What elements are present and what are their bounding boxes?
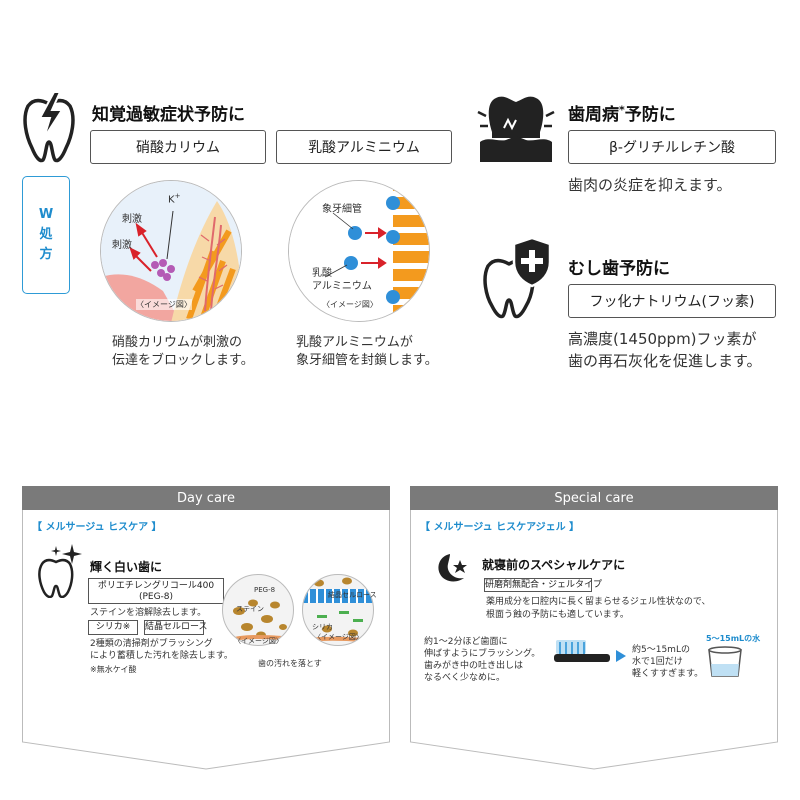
circle1-caption: 〈イメージ図〉 (234, 637, 283, 645)
desc-aluminum-1: 乳酸アルミニウムが (296, 335, 413, 350)
k-symbol: K (168, 194, 175, 206)
badge-hou: 方 (39, 247, 53, 262)
desc-potassium-1: 硝酸カリウムが刺激の (112, 335, 243, 350)
circle1-stain-label: ステイン (236, 605, 264, 613)
sensitivity-tooth-icon (18, 88, 80, 166)
ingredient-potassium-nitrate: 硝酸カリウム (90, 130, 266, 164)
gel-type-tag: 研磨剤無配合・ジェルタイプ (484, 578, 603, 592)
periodontal-asterisk: * (619, 103, 625, 117)
step1-line-2: 伸ばすようにブラッシング。 (424, 649, 541, 659)
abrasive-desc-2: により蓄積した汚れを除去します。 (90, 651, 233, 661)
step1-line-4: なるべく少なめに。 (424, 673, 506, 683)
silica-note: ※無水ケイ酸 (90, 665, 137, 674)
sparkle-tooth-icon (34, 542, 84, 599)
arrow-icon (614, 648, 628, 664)
peg-line-1: ポリエチレングリコール400 (97, 581, 215, 591)
peg-line-2: (PEG-8) (138, 592, 174, 602)
cavity-tooth-shield-icon (478, 234, 556, 320)
peg-box: ポリエチレングリコール400 (PEG-8) (88, 578, 224, 604)
circle1-peg-label: PEG-8 (254, 586, 276, 594)
step1-line-3: 歯みがき中の吐き出しは (424, 661, 524, 671)
periodontal-title-pre: 歯周病 (568, 105, 619, 125)
badge-w: W (38, 207, 54, 222)
cavity-title: むし歯予防に (568, 259, 670, 279)
peg-desc: ステインを溶解除去します。 (90, 608, 207, 618)
step2-line-2: 水で1回だけ (632, 657, 683, 667)
day-care-product: 【 メルサージュ ヒスケア 】 (32, 522, 162, 533)
periodontal-desc: 歯肉の炎症を抑えます。 (568, 176, 732, 194)
al-label-2: アルミニウム (312, 281, 372, 292)
day-care-title: 輝く白い歯に (90, 560, 163, 574)
k-plus: + (174, 192, 181, 200)
ingredient-aluminum-lactate: 乳酸アルミニウム (276, 130, 452, 164)
toothbrush-icon (552, 638, 612, 674)
water-amount-label: 5〜15mLの水 (706, 634, 761, 643)
circle2-caption: 〈イメージ図〉 (314, 633, 363, 641)
periodontal-tooth-icon (476, 92, 556, 168)
step2-line-3: 軽くすすぎます。 (632, 669, 704, 679)
day-care-bottom-caption: 歯の汚れを落とす (258, 659, 322, 668)
diagram1-caption: 〈イメージ図〉 (136, 299, 192, 310)
cavity-desc-2: 歯の再石灰化を促進します。 (568, 352, 762, 370)
sensitivity-title: 知覚過敏症状予防に (92, 105, 245, 125)
special-care-title: 就寝前のスペシャルケアに (482, 558, 626, 572)
special-care-header: Special care (410, 486, 778, 510)
ingredient-sodium-fluoride: フッ化ナトリウム(フッ素) (568, 284, 776, 318)
cavity-desc-1: 高濃度(1450ppm)フッ素が (568, 330, 757, 348)
moon-star-icon (432, 550, 470, 586)
potassium-nitrate-diagram (100, 180, 242, 322)
step2-line-1: 約5〜15mLの (632, 645, 690, 655)
diagram2-caption: 〈イメージ図〉 (322, 300, 378, 309)
special-care-product: 【 メルサージュ ヒスケアジェル 】 (420, 522, 580, 533)
tubule-label: 象牙細管 (322, 204, 362, 215)
step1-line-1: 約1〜2分ほど歯面に (424, 637, 508, 647)
special-desc-2: 根面う蝕の予防にも適しています。 (486, 610, 629, 620)
special-care-panel: Special care 【 メルサージュ ヒスケアジェル 】 就寝前のスペシャ… (410, 486, 778, 770)
cellulose-box: 結晶セルロース (144, 620, 208, 635)
stain-dissolve-diagram (222, 574, 294, 646)
desc-potassium-2: 伝達をブロックします。 (112, 353, 254, 368)
abrasive-clean-diagram (302, 574, 374, 646)
silica-box: シリカ※ (88, 620, 138, 635)
badge-sho: 処 (39, 227, 53, 242)
periodontal-title-post: 予防に (624, 105, 676, 125)
day-care-header: Day care (22, 486, 390, 510)
desc-aluminum-2: 象牙細管を封鎖します。 (296, 353, 438, 368)
abrasive-desc-1: 2種類の清掃剤がブラッシング (90, 639, 213, 649)
k-ion-label: K+ (168, 192, 180, 205)
circle2-silica-label: シリカ (312, 623, 333, 631)
special-desc-1: 薬用成分を口腔内に長く留まらせるジェル性状なので、 (486, 597, 711, 607)
w-formula-badge: W 処 方 (22, 176, 70, 294)
al-label-1: 乳酸 (312, 268, 332, 279)
stimulus-label-2: 刺激 (112, 240, 132, 251)
water-cup-icon (706, 644, 744, 678)
periodontal-title: 歯周病*予防に (568, 100, 676, 125)
stimulus-label-1: 刺激 (122, 214, 142, 225)
circle2-cellulose-label: 結晶セルロース (328, 591, 377, 599)
day-care-panel: Day care 【 メルサージュ ヒスケア 】 輝く白い歯に ポリエチレングリ… (22, 486, 390, 770)
ingredient-glycyrrhetinic: β-グリチルレチン酸 (568, 130, 776, 164)
